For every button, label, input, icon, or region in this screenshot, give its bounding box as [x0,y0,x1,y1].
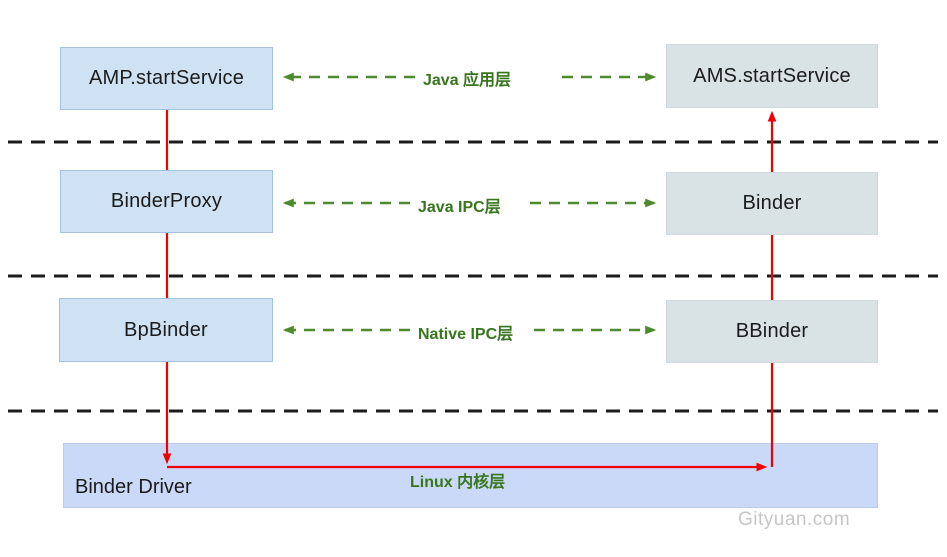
layer-label-java-ipc: Java IPC层 [418,199,501,216]
watermark: Gityuan.com [738,509,851,530]
node-binderproxy: BinderProxy [60,170,273,233]
layer-label-java-app: Java 应用层 [423,72,512,89]
node-bpbinder: BpBinder [59,298,273,362]
layer-label-linux-kernel: Linux 内核层 [410,474,506,491]
node-amp-startservice: AMP.startService [60,47,273,110]
layer-label-native-ipc: Native IPC层 [418,326,514,343]
layer-separator-lines [8,140,938,413]
node-bbinder: BBinder [666,300,878,363]
node-binder-driver: Binder Driver [75,476,192,498]
binder-driver-band [63,443,878,508]
node-binder: Binder [666,172,878,235]
node-ams-startservice: AMS.startService [666,44,878,108]
call-flow-path [162,110,777,472]
layer-link-arrows [282,72,657,335]
